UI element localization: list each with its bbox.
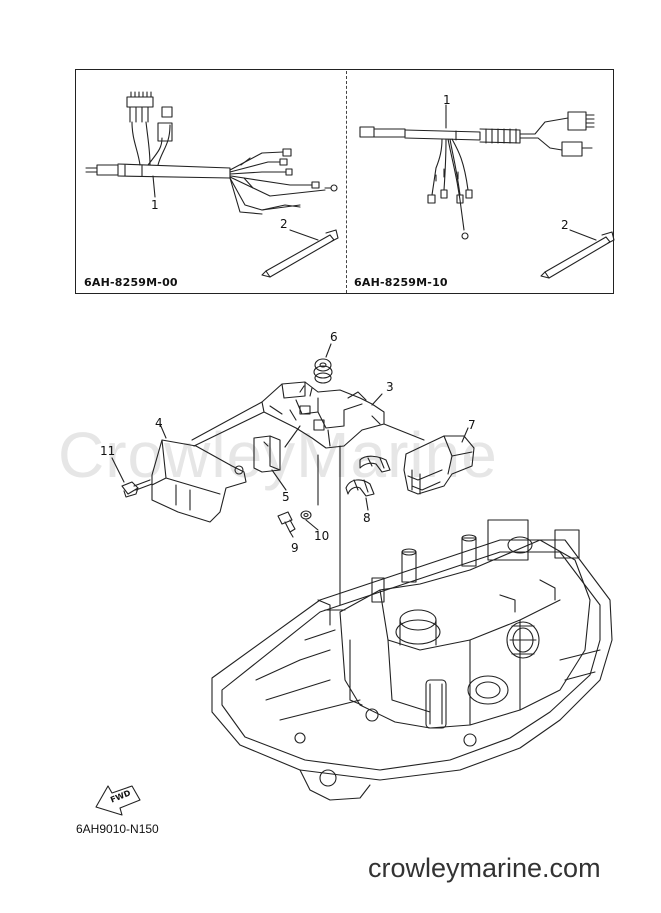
callout-kit-a-1: 1: [151, 198, 159, 212]
part-4-cover-drawing: [151, 423, 247, 523]
callout-part-3: 3: [386, 380, 394, 394]
part-8-clamp-drawing: [345, 455, 391, 511]
watermark: CrowleyMarine: [58, 419, 498, 491]
part-11-bolt-drawing: [111, 457, 153, 498]
part-6-grommet-drawing: [313, 343, 333, 384]
part-5-plate-drawing: [253, 435, 287, 491]
callout-kit-a-2: 2: [280, 217, 288, 231]
fwd-arrow-icon: [95, 785, 141, 816]
callout-part-8: 8: [363, 511, 371, 525]
callout-part-9: 9: [291, 541, 299, 555]
kit-b-wire-harness-drawing: [359, 104, 595, 240]
kit-a-wire-harness-drawing: [85, 91, 338, 215]
part-9-screw-drawing: [277, 511, 296, 538]
callout-part-7: 7: [468, 418, 476, 432]
kit-divider: [346, 71, 347, 293]
callout-part-11: 11: [100, 444, 116, 458]
kit-a-cable-tie-drawing: [261, 229, 339, 278]
callout-part-6: 6: [330, 330, 338, 344]
kit-b-cable-tie-drawing: [540, 229, 615, 279]
part-7-cover-drawing: [403, 427, 475, 495]
callout-part-5: 5: [282, 490, 290, 504]
site-url-link[interactable]: crowleymarine.com: [368, 853, 601, 883]
engine-block-drawing: [211, 519, 613, 801]
kit-options-frame: [75, 69, 614, 294]
part-10-washer-drawing: [300, 510, 319, 531]
callout-kit-b-2: 2: [561, 218, 569, 232]
part-3-bracket-drawing: [191, 381, 425, 449]
figure-code: 6AH9010-N150: [76, 822, 159, 836]
callout-part-10: 10: [314, 529, 330, 543]
callout-kit-b-1: 1: [443, 93, 451, 107]
kit-a-part-code: 6AH-8259M-00: [84, 276, 178, 289]
callout-part-4: 4: [155, 416, 163, 430]
kit-b-part-code: 6AH-8259M-10: [354, 276, 448, 289]
